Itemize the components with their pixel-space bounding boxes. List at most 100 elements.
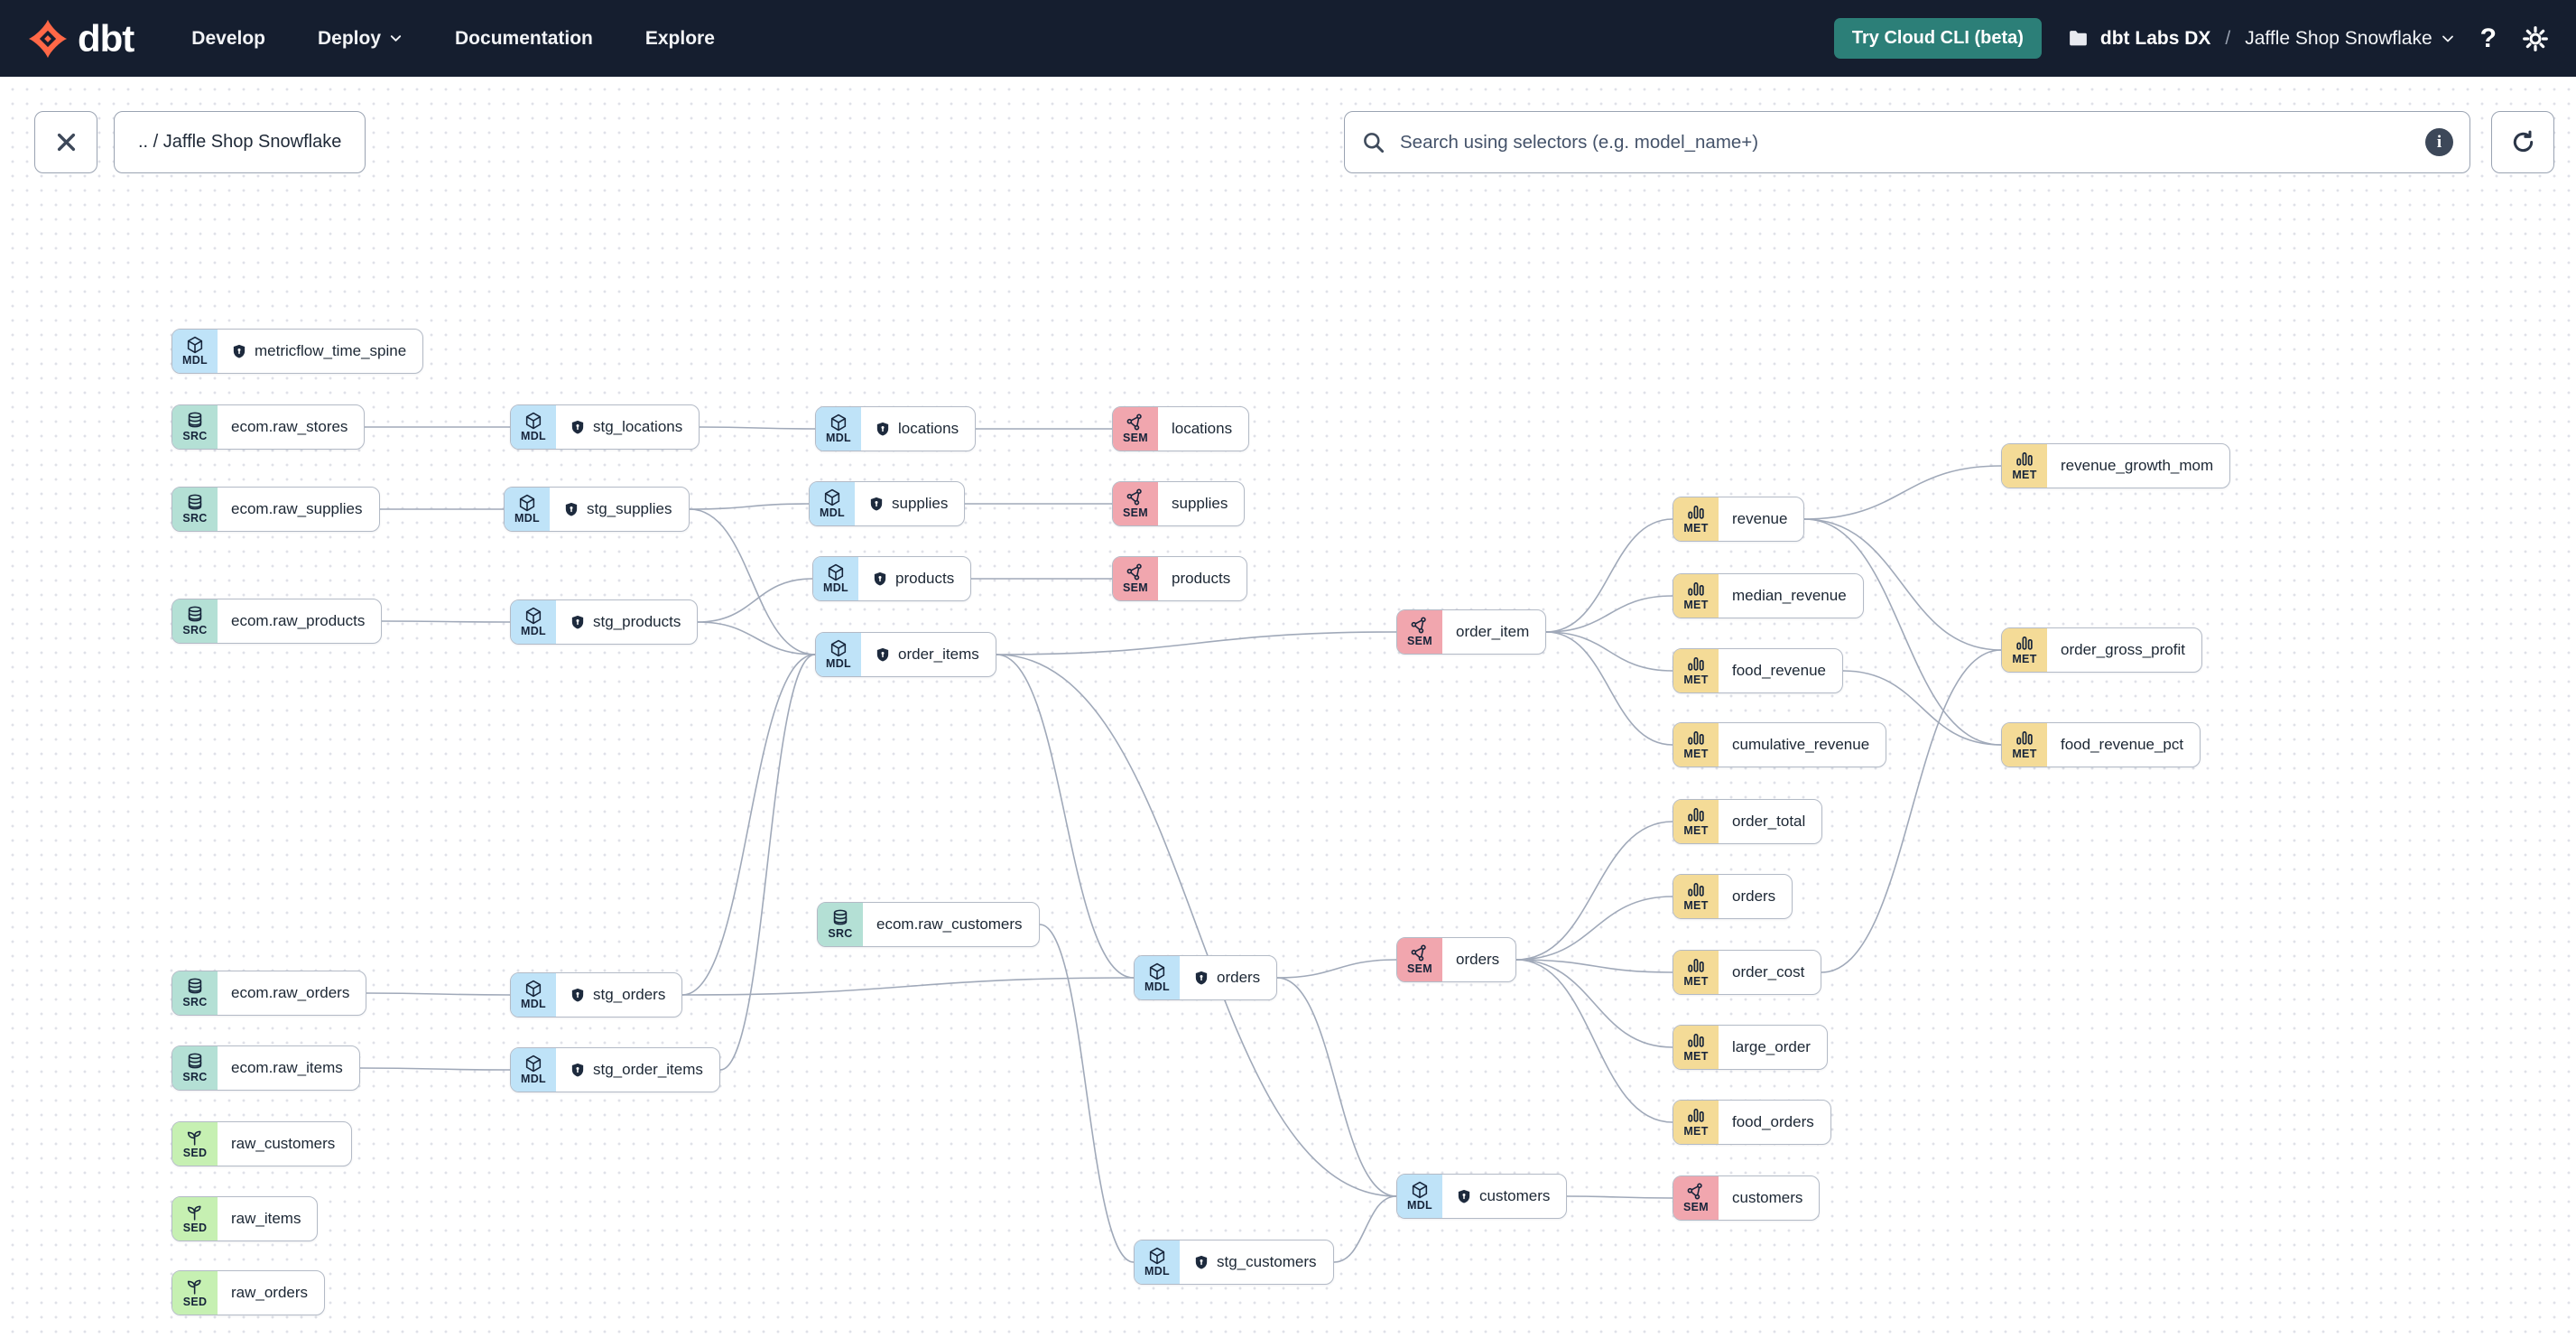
nav-link-develop[interactable]: Develop <box>191 27 265 49</box>
edge-sem_orders-to-met_order_total <box>1515 821 1673 961</box>
edge-customers-to-sem_customers <box>1566 1195 1673 1199</box>
node-type-label: MDL <box>1407 1199 1432 1213</box>
model-icon: MDL <box>511 405 556 449</box>
edge-stg_order_items-to-order_items <box>719 654 816 1071</box>
node-label: locations <box>1172 420 1233 437</box>
metric-icon: MET <box>1673 723 1719 767</box>
node-customers[interactable]: MDL customers <box>1396 1174 1568 1219</box>
nav-link-explore[interactable]: Explore <box>644 27 715 49</box>
search-input[interactable] <box>1398 130 2413 154</box>
info-icon[interactable]: i <box>2425 128 2453 156</box>
edge-stg_orders-to-order_items <box>681 654 816 996</box>
node-type-label: SEM <box>1407 635 1432 648</box>
metric-icon: MET <box>1673 574 1719 618</box>
edge-sem_order_item-to-met_food_revenue <box>1545 631 1673 672</box>
seed-icon: SED <box>172 1197 218 1240</box>
project-selector[interactable]: Jaffle Shop Snowflake <box>2245 28 2454 50</box>
edge-order_items-to-sem_order_item <box>996 631 1397 655</box>
try-cloud-cli-button[interactable]: Try Cloud CLI (beta) <box>1833 18 2042 59</box>
node-label: food_orders <box>1732 1113 1814 1130</box>
model-icon: MDL <box>511 1048 556 1092</box>
help-icon[interactable]: ? <box>2479 23 2497 53</box>
node-label: orders <box>1217 969 1261 986</box>
node-label: products <box>895 570 955 587</box>
node-label: stg_customers <box>1217 1253 1317 1270</box>
source-icon: SRC <box>172 971 218 1015</box>
edge-orders-to-customers <box>1276 977 1397 1197</box>
nav-link-deploy[interactable]: Deploy <box>318 28 403 50</box>
node-type-label: MET <box>1683 748 1709 761</box>
settings-gear-icon[interactable] <box>2522 25 2549 52</box>
node-type-label: SRC <box>182 430 208 443</box>
edge-ecom.raw_items-to-stg_order_items <box>359 1067 511 1071</box>
close-button[interactable] <box>34 111 97 173</box>
node-products[interactable]: MDL products <box>812 556 972 601</box>
dbt-logo[interactable]: dbt <box>27 18 134 60</box>
model-icon: MDL <box>813 557 858 600</box>
node-label: ecom.raw_products <box>231 612 366 629</box>
node-label: raw_customers <box>231 1135 336 1152</box>
nav-link-documentation[interactable]: Documentation <box>455 27 593 49</box>
node-label: supplies <box>892 495 949 512</box>
refresh-button[interactable] <box>2491 111 2554 173</box>
node-ecom.raw_stores[interactable]: SRC ecom.raw_stores <box>171 404 366 450</box>
node-label: customers <box>1479 1187 1551 1204</box>
source-icon: SRC <box>172 488 218 531</box>
selector-search[interactable]: i <box>1344 111 2470 173</box>
metric-icon: MET <box>2002 444 2047 488</box>
node-label: locations <box>898 420 959 437</box>
edge-ecom.raw_products-to-stg_products <box>381 620 511 623</box>
node-label: ecom.raw_stores <box>231 418 348 435</box>
breadcrumb-label: .. / Jaffle Shop Snowflake <box>138 132 342 152</box>
metric-icon: MET <box>1673 875 1719 918</box>
public-access-shield-icon <box>570 1062 586 1079</box>
edge-sem_order_item-to-met_revenue <box>1545 518 1673 633</box>
graph-breadcrumb[interactable]: .. / Jaffle Shop Snowflake <box>114 111 366 173</box>
public-access-shield-icon <box>875 646 891 664</box>
node-met_cumulative_revenue[interactable]: MET cumulative_revenue <box>1673 722 1887 767</box>
nav-links: Develop Deploy Documentation Explore <box>191 28 715 50</box>
metric-icon: MET <box>1673 497 1719 541</box>
node-label: cumulative_revenue <box>1732 736 1870 753</box>
public-access-shield-icon <box>875 421 891 438</box>
account-name[interactable]: dbt Labs DX <box>2099 27 2211 49</box>
